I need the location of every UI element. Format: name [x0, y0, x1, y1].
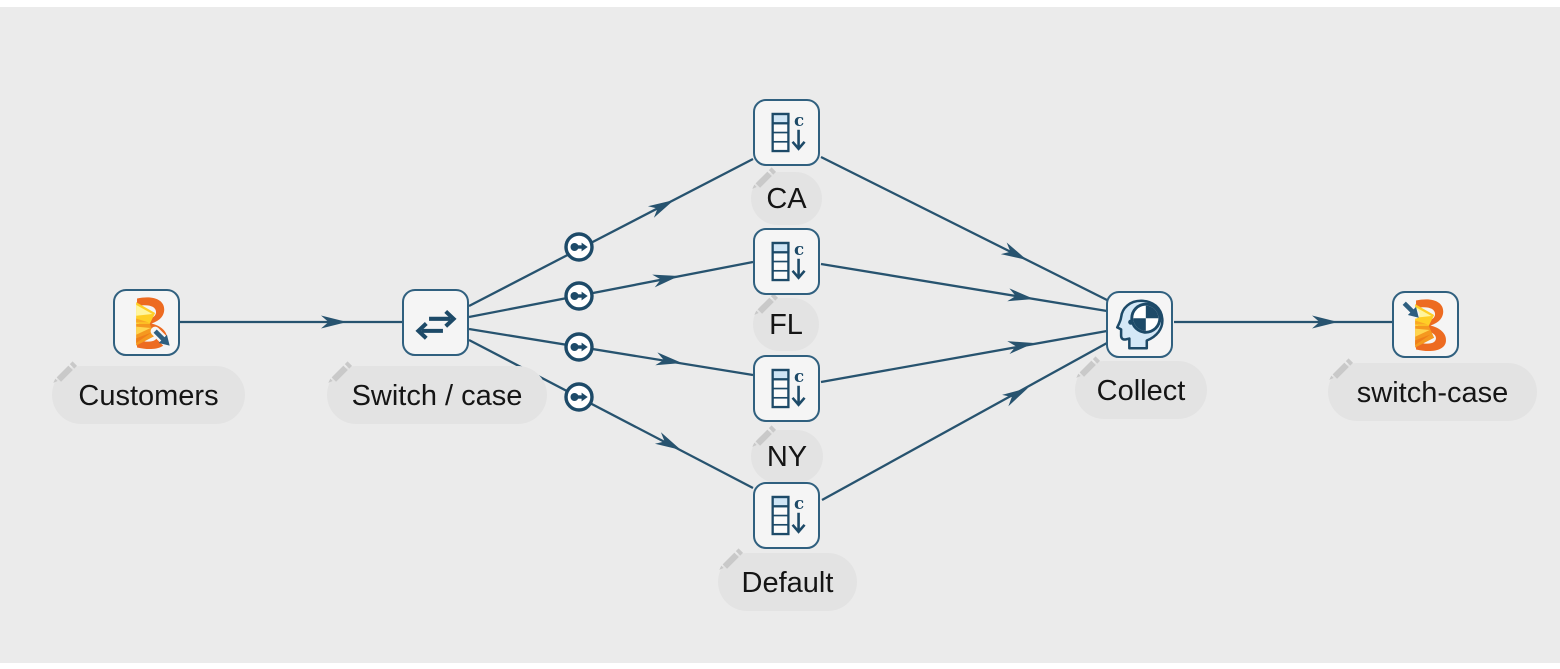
b-logo-input-icon: [1399, 298, 1446, 351]
edge-default-collect: [821, 341, 1108, 502]
node-label: switch-case: [1356, 376, 1509, 409]
swap-arrows-icon: [414, 309, 457, 340]
svg-text:c: c: [793, 239, 803, 259]
svg-text:c: c: [793, 493, 803, 513]
svg-text:c: c: [793, 366, 803, 386]
label-case-fl[interactable]: FL: [753, 293, 819, 351]
route-port-icon[interactable]: [564, 332, 594, 362]
edge-switch-default: [468, 338, 754, 490]
edge-ca-collect: [820, 155, 1108, 302]
label-switch-case[interactable]: Switch / case: [327, 361, 547, 424]
node-output[interactable]: [1392, 291, 1459, 358]
sort-column-icon: c: [771, 239, 806, 281]
node-customers[interactable]: [113, 289, 180, 356]
label-case-ny[interactable]: NY: [751, 425, 823, 483]
node-label: Collect: [1096, 374, 1186, 407]
edge-ny-collect: [820, 329, 1108, 384]
node-label: Switch / case: [351, 379, 523, 412]
node-label: Default: [741, 566, 834, 599]
node-label: Customers: [78, 379, 219, 412]
sort-column-icon: c: [771, 110, 806, 152]
edge-switch-fl: [468, 260, 754, 319]
b-logo-output-icon: [135, 296, 171, 349]
label-customers[interactable]: Customers: [52, 361, 245, 424]
node-switch-case[interactable]: [402, 289, 469, 356]
sort-column-icon: c: [771, 493, 806, 535]
edge-fl-collect: [820, 262, 1108, 313]
route-port-icon[interactable]: [564, 281, 594, 311]
label-collect[interactable]: Collect: [1075, 356, 1207, 419]
head-target-icon: [1115, 299, 1164, 350]
edge-collect-output: [1174, 315, 1392, 329]
sort-column-icon: c: [771, 366, 806, 408]
edge-switch-ca: [468, 157, 754, 308]
label-case-default[interactable]: Default: [718, 548, 857, 611]
node-case-ca[interactable]: c: [753, 99, 820, 166]
node-case-ny[interactable]: c: [753, 355, 820, 422]
label-case-ca[interactable]: CA: [751, 167, 822, 225]
node-label: CA: [766, 183, 807, 215]
node-label: NY: [766, 441, 808, 473]
edge-switch-ny: [468, 327, 754, 377]
node-label: FL: [769, 309, 803, 341]
edge-customers-switch: [180, 315, 402, 329]
route-port-icon[interactable]: [564, 232, 594, 262]
node-case-fl[interactable]: c: [753, 228, 820, 295]
route-port-icon[interactable]: [564, 382, 594, 412]
svg-text:c: c: [793, 110, 803, 130]
node-case-default[interactable]: c: [753, 482, 820, 549]
label-output[interactable]: switch-case: [1328, 358, 1537, 421]
node-collect[interactable]: [1106, 291, 1173, 358]
